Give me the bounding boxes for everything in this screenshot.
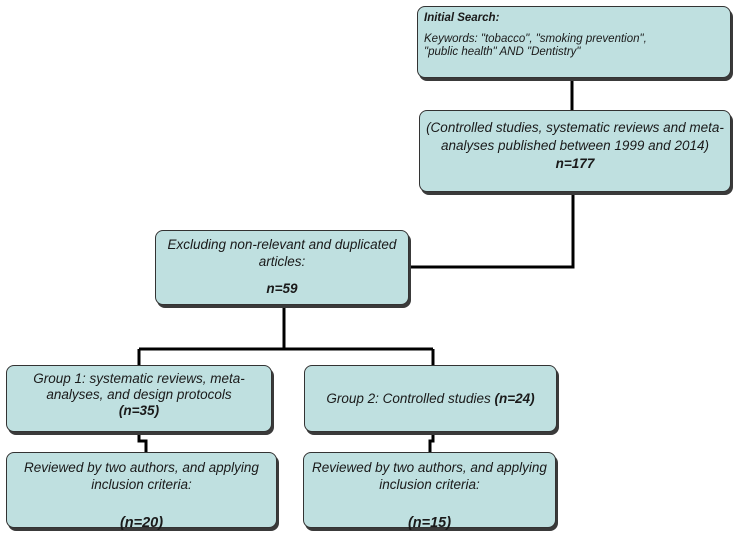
group2-label: Group 2: Controlled studies (n=24): [326, 391, 534, 406]
controlled-search-text: (Controlled studies, systematic reviews …: [426, 119, 724, 173]
review2-text: Reviewed by two authors, and applying in…: [312, 460, 547, 492]
group1-text: Group 1: systematic reviews, meta-analys…: [33, 371, 245, 402]
controlled-search-count: n=177: [555, 156, 595, 171]
connector-group1-to-review1: [137, 432, 148, 452]
group2-box: Group 2: Controlled studies (n=24): [304, 365, 557, 432]
initial-search-title: Initial Search:: [424, 12, 500, 24]
initial-search-box: Initial Search: Keywords: "tobacco", "sm…: [417, 6, 731, 78]
initial-search-keywords-line2: "public health" AND "Dentistry": [424, 46, 581, 58]
review1-text: Reviewed by two authors, and applying in…: [24, 460, 259, 492]
excluding-count: n=59: [266, 281, 298, 296]
group1-count: (n=35): [118, 403, 160, 418]
connector-controlled-to-excluding: [409, 192, 575, 269]
group2-count: (n=24): [494, 391, 535, 406]
controlled-search-box: (Controlled studies, systematic reviews …: [419, 110, 731, 192]
connector-group2-to-review2: [428, 432, 435, 452]
review2-count: (n=15): [407, 515, 452, 531]
controlled-search-description: (Controlled studies, systematic reviews …: [426, 120, 724, 153]
group1-box: Group 1: systematic reviews, meta-analys…: [6, 365, 272, 432]
review2-box: Reviewed by two authors, and applying in…: [303, 452, 556, 531]
review1-count: (n=20): [119, 515, 164, 531]
excluding-text: Excluding non-relevant and duplicated ar…: [167, 237, 397, 269]
group2-text: Group 2: Controlled studies: [326, 391, 491, 406]
excluding-box: Excluding non-relevant and duplicated ar…: [155, 230, 409, 305]
review1-box: Reviewed by two authors, and applying in…: [6, 452, 277, 531]
initial-search-keywords-line1: Keywords: "tobacco", "smoking prevention…: [424, 33, 647, 45]
